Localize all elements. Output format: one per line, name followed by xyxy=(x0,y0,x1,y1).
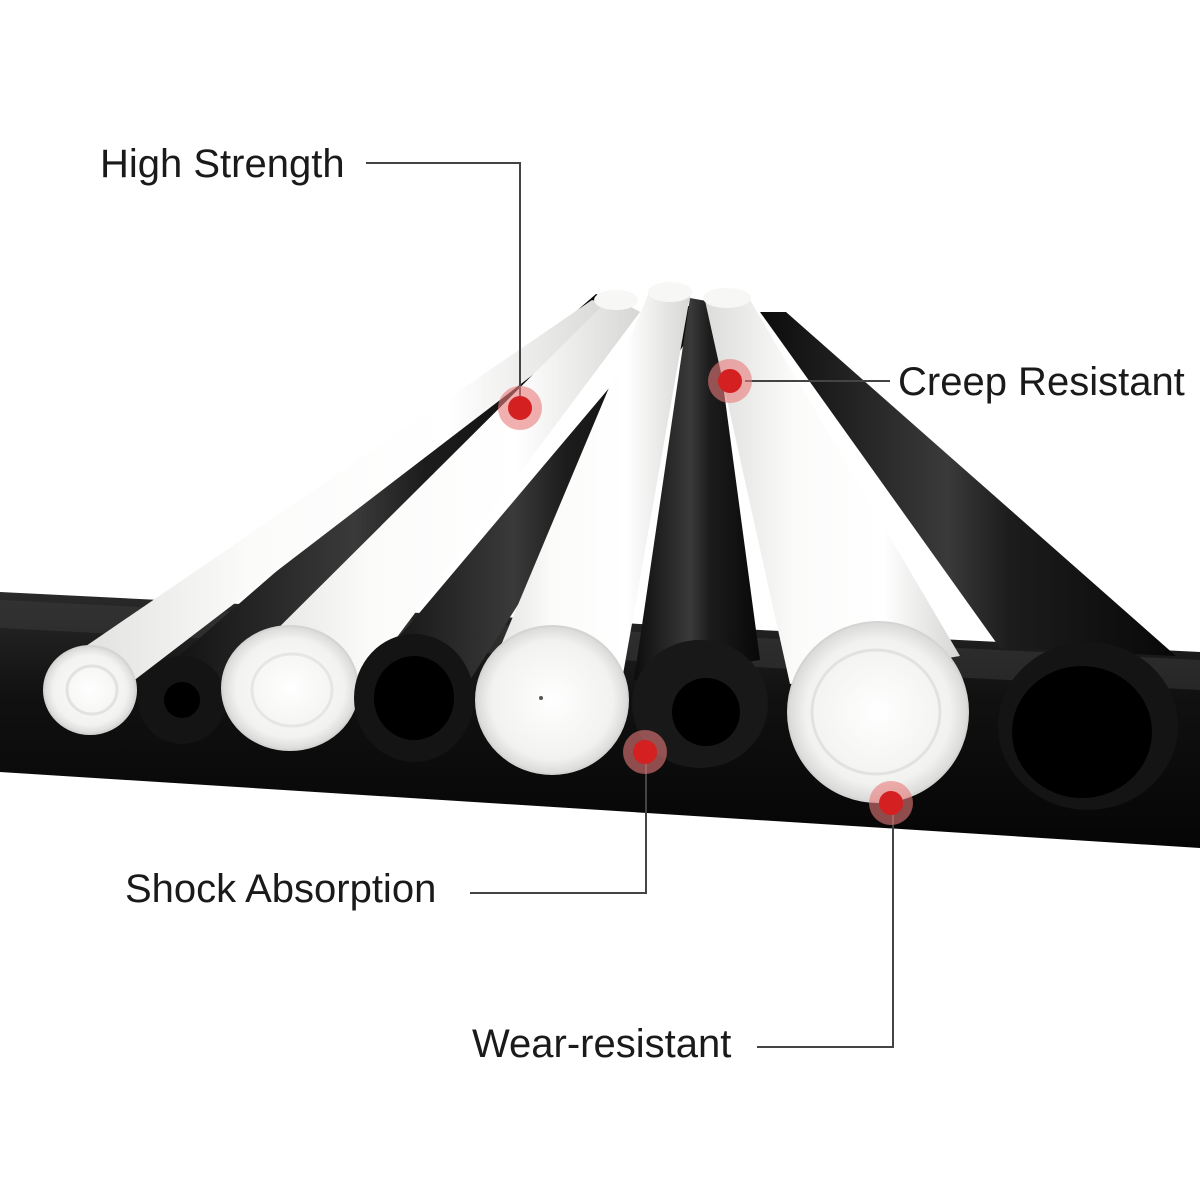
leader-lines xyxy=(366,162,894,1048)
tube-ends xyxy=(43,621,1178,810)
marker-high-strength xyxy=(498,386,542,430)
marker-shock-absorption xyxy=(623,730,667,774)
callout-label-high-strength: High Strength xyxy=(100,142,345,186)
callout-label-wear-resistant: Wear-resistant xyxy=(472,1022,732,1066)
leader-line-shock-absorption xyxy=(470,756,647,894)
tube-bodies xyxy=(48,282,1176,700)
marker-wear-resistant xyxy=(869,781,913,825)
leader-line-high-strength xyxy=(366,162,521,406)
leader-line-wear-resistant xyxy=(757,806,894,1048)
callout-label-creep-resistant: Creep Resistant xyxy=(898,360,1185,404)
callout-label-shock-absorption: Shock Absorption xyxy=(125,867,437,911)
marker-creep-resistant xyxy=(708,359,752,403)
